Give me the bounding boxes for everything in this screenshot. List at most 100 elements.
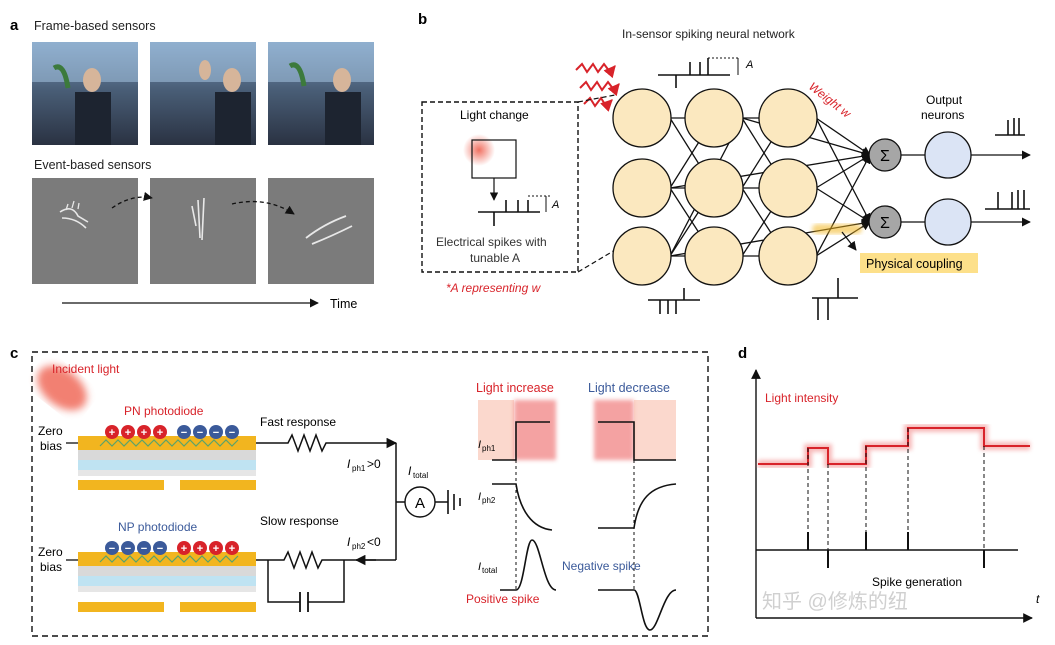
zoom-line-bottom — [577, 249, 616, 273]
svg-text:−: − — [109, 543, 115, 555]
slow-response-label: Slow response — [260, 514, 339, 528]
frame-image-3 — [268, 42, 374, 145]
panel-letter-b: b — [418, 11, 427, 28]
pn-photodiode-label: PN photodiode — [124, 404, 204, 418]
iph1-label-i: I — [347, 457, 351, 471]
frame-image-2 — [150, 42, 256, 145]
iph2-dec-wave — [598, 483, 677, 529]
svg-text:+: + — [125, 427, 131, 439]
svg-text:+: + — [141, 427, 147, 439]
itotal-inc-wave — [500, 539, 557, 591]
wave-iph1-sub: ph1 — [482, 444, 496, 453]
output-spikes-1 — [995, 118, 1025, 136]
light-decrease-label: Light decrease — [588, 381, 670, 395]
svg-text:−: − — [229, 427, 235, 439]
frame-image-1 — [32, 42, 138, 145]
light-change-label: Light change — [460, 108, 529, 122]
iph1-label-sub: ph1 — [352, 464, 366, 473]
iph2-label-i: I — [347, 535, 351, 549]
d-t-label: t — [1036, 592, 1040, 606]
svg-text:+: + — [213, 543, 219, 555]
bottom-spike-train-1 — [648, 288, 700, 314]
coupling-arrow — [841, 231, 857, 251]
event-image-2 — [150, 178, 256, 284]
slow-rc-network — [256, 549, 396, 603]
watermark-text: 知乎 @修炼的纽 — [762, 590, 908, 613]
itotal-dec-wave — [598, 589, 677, 631]
output-neurons-line1: Output — [926, 93, 963, 107]
svg-text:−: − — [157, 543, 163, 555]
neuron-l1-1 — [612, 88, 672, 148]
svg-text:−: − — [141, 543, 147, 555]
incident-light-icon — [37, 365, 87, 411]
panel-b: b In-sensor spiking neural network Light… — [418, 11, 1031, 320]
inc-low-shade — [478, 400, 514, 460]
wave-iph2-i: I — [478, 491, 481, 503]
event-image-3 — [268, 178, 374, 284]
time-label: Time — [330, 297, 357, 311]
light-increase-label: Light increase — [476, 381, 554, 395]
merge-wire — [395, 443, 405, 560]
inset-box — [421, 101, 579, 273]
spike-caption-line1: Electrical spikes with — [436, 235, 547, 249]
svg-text:+: + — [109, 427, 115, 439]
light-spot-icon — [463, 134, 495, 166]
coupling-highlight — [812, 224, 862, 234]
inset-spike-train — [478, 195, 550, 226]
pn-device — [78, 436, 256, 490]
panel-d: d t Light intensity Spike generation 知乎 … — [738, 345, 1040, 623]
np-bias-label: bias — [40, 560, 62, 574]
np-charges: − − − − + + + + — [105, 541, 239, 555]
np-photodiode-label: NP photodiode — [118, 520, 198, 534]
wave-itotal-i: I — [478, 561, 481, 573]
ground-icon — [435, 490, 461, 514]
svg-text:−: − — [125, 543, 131, 555]
coupling-badge — [860, 253, 978, 273]
panel-a: a Frame-based sensors Event-based sensor… — [10, 17, 374, 311]
input-spike-train — [658, 57, 740, 88]
neuron-l2-2 — [684, 158, 744, 218]
sum-symbol-1: Σ — [880, 148, 890, 165]
iph2-label-cond: <0 — [367, 535, 381, 549]
output-neuron-2 — [924, 198, 972, 246]
svg-text:+: + — [181, 543, 187, 555]
d-spikes — [807, 532, 985, 568]
positive-spike-label: Positive spike — [466, 592, 540, 606]
np-device — [78, 552, 256, 612]
network-title: In-sensor spiking neural network — [622, 27, 796, 41]
wave-itotal-sub: total — [482, 566, 497, 575]
iph1-label-cond: >0 — [367, 457, 381, 471]
light-intensity-label: Light intensity — [765, 391, 838, 405]
panel-letter-c: c — [10, 345, 18, 362]
pn-bias-label: bias — [40, 439, 62, 453]
inc-high-shade — [514, 400, 556, 460]
bottom-spike-train-2 — [812, 278, 858, 320]
event-arrow-2 — [231, 200, 295, 215]
incident-light-label: Incident light — [52, 362, 120, 376]
output-neuron-1 — [924, 131, 972, 179]
sum-symbol-2: Σ — [880, 215, 890, 232]
frame-sensors-title: Frame-based sensors — [34, 19, 156, 33]
neuron-l1-3 — [612, 226, 672, 286]
pn-zero-label: Zero — [38, 424, 63, 438]
event-image-1 — [32, 178, 138, 284]
a-representing-w-label: *A representing w — [446, 281, 542, 295]
zoom-line-top — [577, 94, 616, 103]
output-spikes-2 — [985, 190, 1030, 210]
itotal-label-i: I — [408, 464, 412, 478]
network-neurons — [612, 88, 818, 286]
iph2-inc-wave — [492, 483, 553, 531]
svg-text:+: + — [197, 543, 203, 555]
dec-low-shade — [634, 400, 676, 460]
neuron-l3-1 — [758, 88, 818, 148]
panel-letter-d: d — [738, 345, 747, 362]
light-wave-icon — [575, 62, 620, 112]
negative-spike-label: Negative spike — [562, 559, 641, 573]
network-amplitude-label: A — [745, 59, 753, 71]
svg-text:−: − — [197, 427, 203, 439]
output-neurons-line2: neurons — [921, 108, 964, 122]
panel-letter-a: a — [10, 17, 19, 34]
coupling-label: Physical coupling — [866, 257, 963, 271]
iph1-inc-wave — [492, 421, 550, 461]
